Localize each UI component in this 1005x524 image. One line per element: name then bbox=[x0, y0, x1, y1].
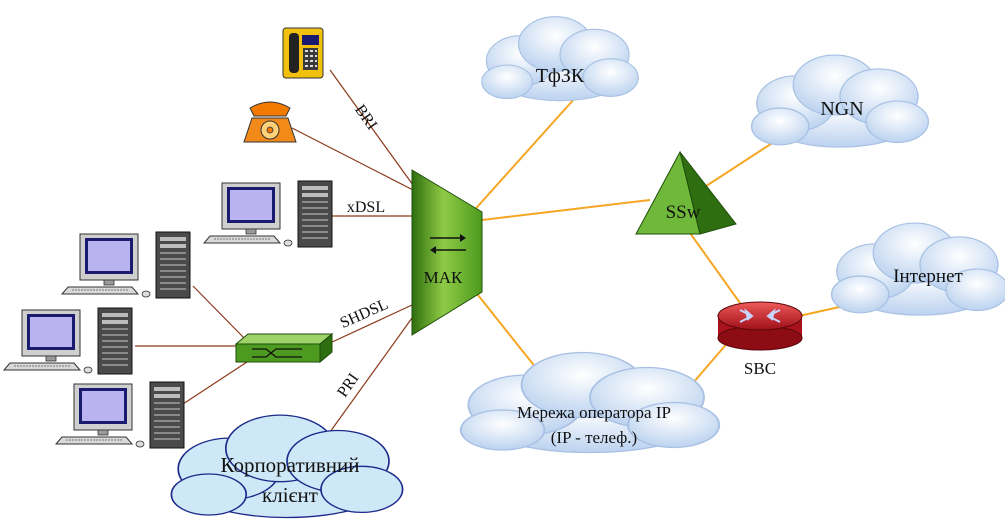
mak-icon bbox=[411, 169, 483, 336]
switch-icon bbox=[234, 332, 334, 364]
router-icon bbox=[717, 301, 803, 351]
computer-icon bbox=[3, 307, 133, 375]
softswitch-icon bbox=[635, 150, 737, 235]
link-switch-mak bbox=[329, 304, 413, 344]
link-mak-tfzk bbox=[469, 97, 576, 216]
ip-network-label: Мережа оператора IP bbox=[517, 403, 671, 422]
mak-label: МАК bbox=[424, 268, 463, 287]
link-mak-ssw bbox=[481, 199, 651, 221]
sbc-label: SBC bbox=[744, 359, 776, 378]
corporate-sublabel: клієнт bbox=[262, 483, 318, 507]
link-corporate-mak bbox=[329, 317, 413, 433]
computer-icon bbox=[203, 180, 333, 248]
cloud-tfzk bbox=[481, 16, 639, 102]
link-pc3-switch bbox=[182, 359, 251, 405]
xdsl-label: xDSL bbox=[347, 199, 385, 216]
computer-icon bbox=[55, 381, 185, 449]
link-isdn-phone-mak bbox=[329, 69, 414, 186]
internet-label: Інтернет bbox=[893, 266, 963, 287]
tfzk-label: ТфЗК bbox=[536, 65, 585, 87]
ip-network-sublabel: (IP - телеф.) bbox=[551, 428, 637, 447]
link-ssw-sbc bbox=[684, 225, 746, 311]
link-analog-phone-mak bbox=[291, 127, 414, 191]
ngn-label: NGN bbox=[820, 98, 863, 120]
computer-icon bbox=[61, 231, 191, 299]
pri-label: PRI bbox=[334, 370, 362, 400]
ssw-label: SSw bbox=[666, 202, 701, 223]
corporate-label: Корпоративний bbox=[220, 453, 359, 477]
isdn-phone-icon bbox=[282, 27, 324, 79]
bri-label: BRI bbox=[351, 102, 380, 134]
analog-phone-icon bbox=[243, 101, 297, 143]
link-pc1-switch bbox=[192, 285, 249, 343]
